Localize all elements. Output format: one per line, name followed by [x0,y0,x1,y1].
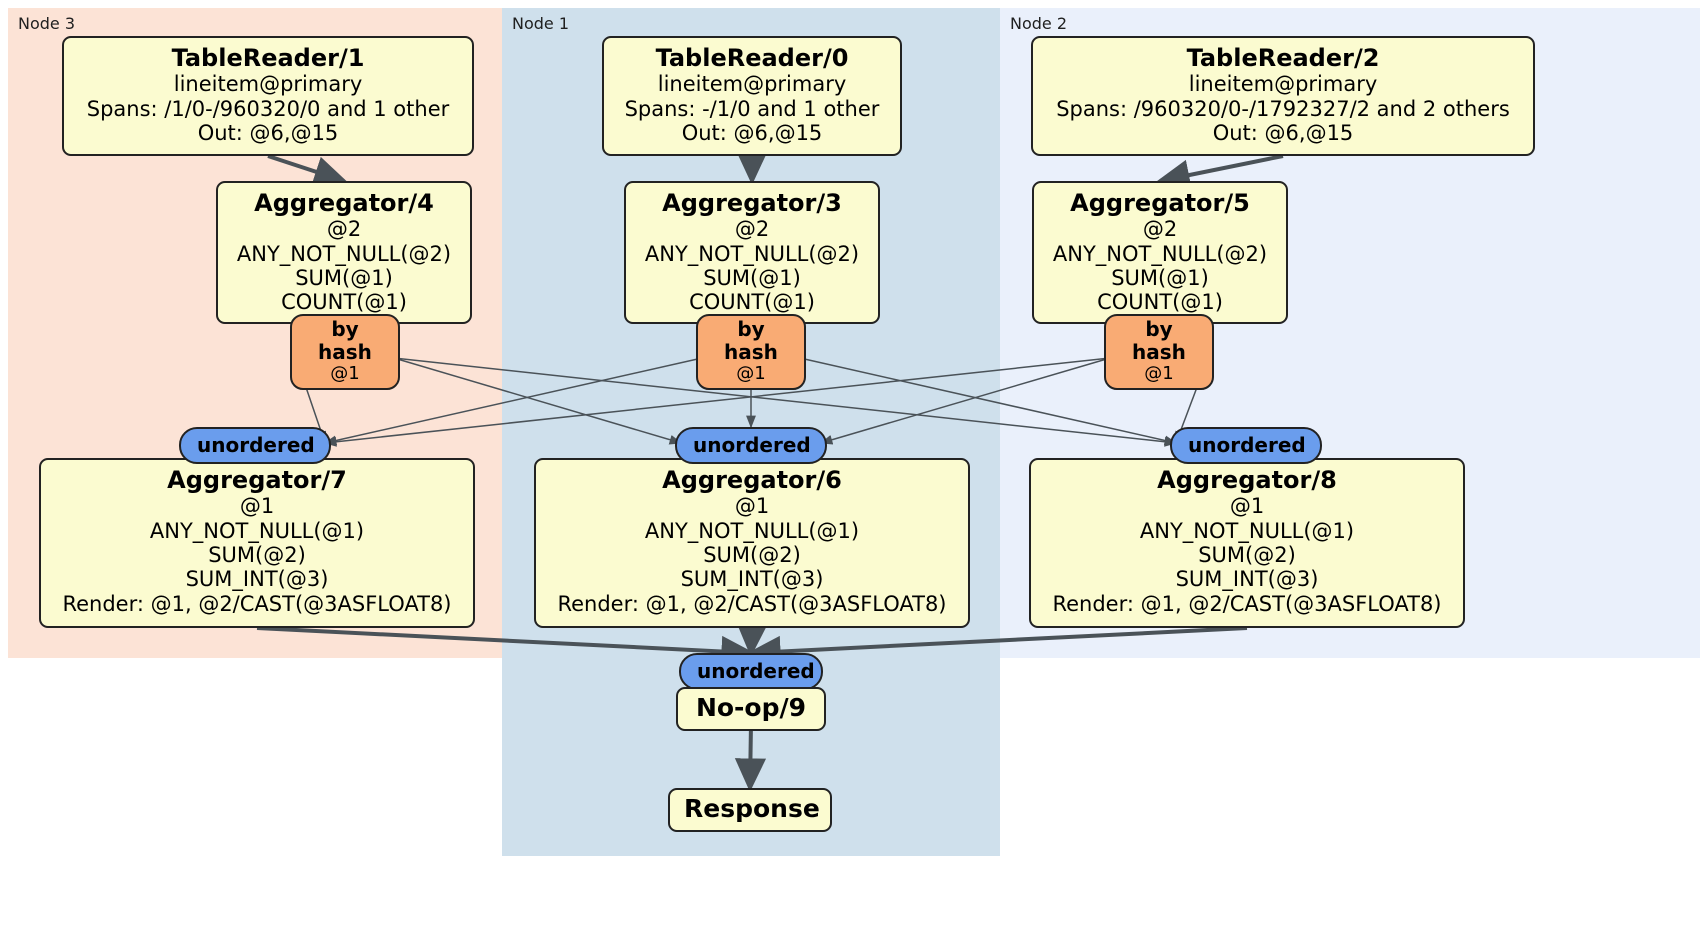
processor-detail-line: SUM(@2) [1198,543,1296,568]
processor-detail-line: SUM(@1) [295,266,393,291]
processor-detail-line: SUM(@1) [703,266,801,291]
processor-title: Aggregator/6 [662,466,842,494]
receiver-label: unordered [693,433,811,457]
processor-title: TableReader/1 [171,44,365,72]
processor-detail-line: SUM_INT(@3) [1175,567,1319,592]
processor-title: Aggregator/5 [1070,189,1250,217]
processor-detail-line: COUNT(@1) [689,290,815,315]
processor-detail-line: lineitem@primary [1188,72,1378,97]
processor-title: Aggregator/8 [1157,466,1337,494]
node-panel-label: Node 1 [512,14,570,33]
router-column: @1 [1144,363,1174,384]
processor-detail-line: lineitem@primary [173,72,363,97]
processor-detail-line: @1 [239,494,275,519]
processor-detail-line: SUM(@2) [208,543,306,568]
processor-detail-line: COUNT(@1) [1097,290,1223,315]
processor-detail-line: SUM_INT(@3) [680,567,824,592]
router-label: by hash [1132,317,1186,364]
terminal-title: Response [684,794,820,823]
processor-detail-line: @2 [734,217,770,242]
receiver-unord6[interactable]: unordered [675,427,827,464]
processor-detail-line: ANY_NOT_NULL(@1) [1139,518,1355,543]
receiver-unord8[interactable]: unordered [1170,427,1322,464]
processor-title: TableReader/2 [1186,44,1380,72]
receiver-label: unordered [197,433,315,457]
processor-detail-line: @1 [734,494,770,519]
processor-title: Aggregator/3 [662,189,842,217]
node-panel-label: Node 3 [18,14,76,33]
processor-detail-line: ANY_NOT_NULL(@2) [236,241,452,266]
hash-router-hash4[interactable]: by hash@1 [290,314,400,390]
processor-detail-line: ANY_NOT_NULL(@2) [1052,241,1268,266]
processor-detail-line: @2 [326,217,362,242]
receiver-label: unordered [1188,433,1306,457]
processor-title: Aggregator/7 [167,466,347,494]
processor-detail-line: Spans: -/1/0 and 1 other [624,96,880,121]
router-label: by hash [318,317,372,364]
processor-detail-line: Out: @6,@15 [1212,121,1354,146]
router-column: @1 [736,363,766,384]
processor-detail-line: @1 [1229,494,1265,519]
processor-detail-line: ANY_NOT_NULL(@1) [149,518,365,543]
processor-detail-line: SUM(@1) [1111,266,1209,291]
processor-detail-line: ANY_NOT_NULL(@2) [644,241,860,266]
terminal-box-noop9[interactable]: No-op/9 [676,687,826,731]
node-panel-label: Node 2 [1010,14,1068,33]
terminal-title: No-op/9 [695,693,807,722]
terminal-box-response[interactable]: Response [668,788,832,832]
hash-router-hash3[interactable]: by hash@1 [696,314,806,390]
receiver-unord7[interactable]: unordered [179,427,331,464]
router-column: @1 [330,363,360,384]
processor-title: TableReader/0 [655,44,849,72]
processor-detail-line: @2 [1142,217,1178,242]
processor-detail-line: Spans: /1/0-/960320/0 and 1 other [86,96,450,121]
processor-detail-line: Render: @1, @2/CAST(@3ASFLOAT8) [557,591,947,616]
processor-title: Aggregator/4 [254,189,434,217]
router-label: by hash [724,317,778,364]
processor-detail-line: Out: @6,@15 [197,121,339,146]
hash-router-hash5[interactable]: by hash@1 [1104,314,1214,390]
processor-detail-line: SUM_INT(@3) [185,567,329,592]
processor-detail-line: Out: @6,@15 [681,121,823,146]
processor-detail-line: Render: @1, @2/CAST(@3ASFLOAT8) [1052,591,1442,616]
processor-detail-line: Render: @1, @2/CAST(@3ASFLOAT8) [62,591,452,616]
processor-detail-line: ANY_NOT_NULL(@1) [644,518,860,543]
receiver-label: unordered [697,659,815,683]
processor-detail-line: SUM(@2) [703,543,801,568]
receiver-unordFinal[interactable]: unordered [679,653,823,690]
processor-detail-line: COUNT(@1) [281,290,407,315]
processor-detail-line: lineitem@primary [657,72,847,97]
processor-detail-line: Spans: /960320/0-/1792327/2 and 2 others [1056,96,1510,121]
